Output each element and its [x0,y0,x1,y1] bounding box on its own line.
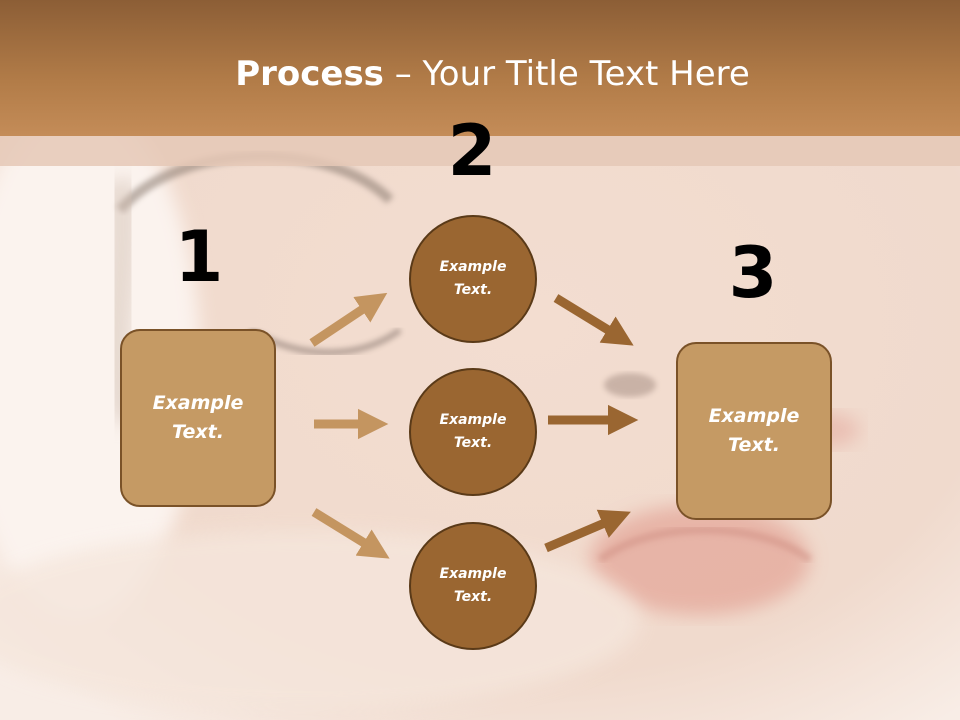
left-box-line2: Text. [172,421,224,443]
circle-middle-line1: Example [439,412,507,428]
right-box-line2: Text. [728,434,780,456]
circle-middle-line2: Text. [453,435,493,451]
title-bold: Process [235,54,384,94]
arrow-bottom-to-right [544,509,631,553]
slide-title: Process – Your Title Text Here [0,52,960,96]
arrow-top-to-right [553,294,634,346]
right-box-line1: Example [708,405,800,427]
arrow-left-to-top [309,292,388,347]
circle-bottom-line2: Text. [453,589,493,605]
step-number-3: 3 [728,232,778,314]
step-number-2: 2 [447,110,497,192]
arrow-left-to-bottom [311,508,390,559]
step-number-1: 1 [174,216,224,298]
left-box-line1: Example [152,392,244,414]
circle-bottom-line1: Example [439,566,507,582]
circle-top-line2: Text. [453,282,493,298]
title-rest: – Your Title Text Here [383,54,750,94]
title-band [0,136,960,166]
title-bar [0,0,960,136]
circle-top-line1: Example [439,259,507,275]
